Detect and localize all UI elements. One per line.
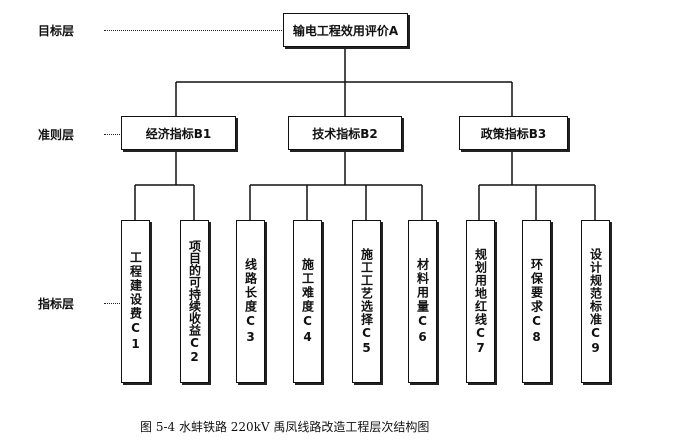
indicator-label-c8: 环保要求C8 xyxy=(529,257,544,346)
indicator-label-c5: 施工工艺选择C5 xyxy=(359,247,374,356)
goal-box: 输电工程效用评价A xyxy=(283,13,408,47)
level-label-indicator: 指标层 xyxy=(38,297,75,311)
indicator-label-c1: 工程建设费C1 xyxy=(128,250,143,353)
criteria-box-b3: 政策指标B3 xyxy=(459,116,568,150)
criteria-dotted-leader xyxy=(104,134,120,135)
goal-dotted-leader xyxy=(104,30,282,31)
indicator-label-c6: 材料用量C6 xyxy=(415,257,430,346)
indicator-label-c3: 线路长度C3 xyxy=(243,257,258,346)
criteria-box-b1: 经济指标B1 xyxy=(121,116,236,150)
criteria-box-b2: 技术指标B2 xyxy=(288,116,402,150)
level-label-goal: 目标层 xyxy=(38,24,75,38)
indicator-box-c1: 工程建设费C1 xyxy=(121,220,150,383)
indicator-dotted-leader xyxy=(104,303,120,304)
indicator-box-c2: 项目的可持续收益C2 xyxy=(180,220,209,383)
indicator-box-c4: 施工难度C4 xyxy=(293,220,322,383)
indicator-label-c7: 规划用地红线C7 xyxy=(473,247,488,356)
indicator-box-c6: 材料用量C6 xyxy=(408,220,437,383)
level-label-criteria: 准则层 xyxy=(38,128,75,142)
criteria-label-b3: 政策指标B3 xyxy=(480,126,547,141)
indicator-box-c7: 规划用地红线C7 xyxy=(466,220,495,383)
criteria-label-b1: 经济指标B1 xyxy=(145,126,212,141)
figure-caption: 图 5-4 水蚌铁路 220kV 禹凤线路改造工程层次结构图 xyxy=(140,420,430,434)
indicator-box-c8: 环保要求C8 xyxy=(522,220,551,383)
indicator-label-c9: 设计规范标准C9 xyxy=(588,247,603,356)
indicator-label-c2: 项目的可持续收益C2 xyxy=(187,239,202,364)
indicator-box-c5: 施工工艺选择C5 xyxy=(352,220,381,383)
indicator-label-c4: 施工难度C4 xyxy=(300,257,315,346)
indicator-box-c9: 设计规范标准C9 xyxy=(581,220,610,383)
criteria-label-b2: 技术指标B2 xyxy=(312,126,378,141)
indicator-box-c3: 线路长度C3 xyxy=(236,220,265,383)
goal-label: 输电工程效用评价A xyxy=(292,23,399,38)
